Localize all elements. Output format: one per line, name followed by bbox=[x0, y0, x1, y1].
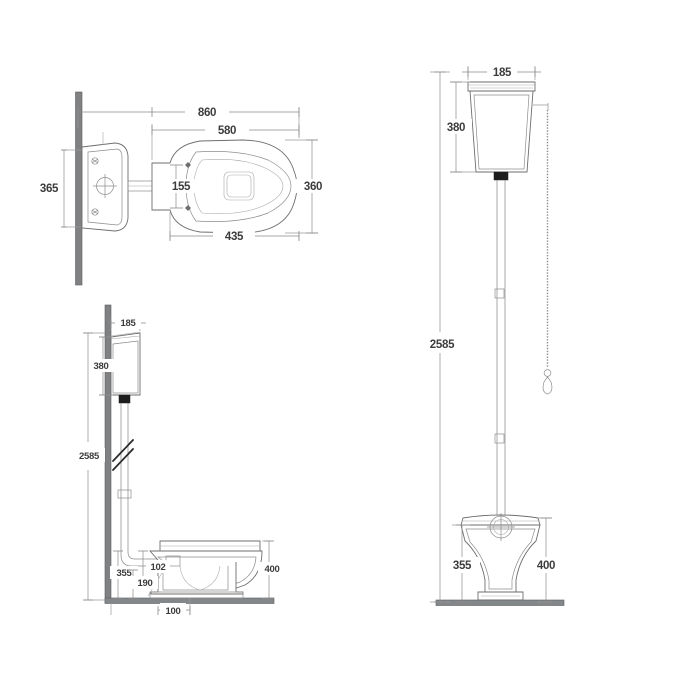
dimension-front-2585: 2585 bbox=[422, 71, 462, 603]
dimension-side-190: 190 bbox=[128, 569, 158, 599]
wc-pan-side bbox=[147, 540, 263, 599]
floor-line-side bbox=[104, 597, 275, 604]
dimension-label-front-400: 400 bbox=[537, 560, 555, 572]
bracket-screw-top bbox=[91, 157, 99, 165]
outlet-centre-mark-plan bbox=[93, 174, 117, 198]
dimension-side-400: 400 bbox=[258, 540, 286, 599]
dimension-label-front-185: 185 bbox=[493, 67, 512, 79]
cistern-outlet-fitting bbox=[118, 394, 131, 404]
dimension-front-185: 185 bbox=[462, 64, 541, 80]
dimension-435: 435 bbox=[169, 212, 300, 244]
dimension-label-side-190: 190 bbox=[138, 578, 153, 589]
dimension-label-360: 360 bbox=[304, 181, 322, 193]
wall-line-plan bbox=[75, 91, 83, 286]
pull-chain-front bbox=[533, 103, 553, 395]
dimension-360: 360 bbox=[285, 139, 330, 234]
dimension-label-front-380: 380 bbox=[447, 122, 465, 134]
pipe-collar-upper-front bbox=[494, 288, 505, 299]
dimension-label-side-185: 185 bbox=[121, 318, 137, 329]
dimension-860: 860 bbox=[77, 104, 300, 138]
pipe-joint-collar-side bbox=[117, 489, 132, 499]
chain-pull-handle bbox=[542, 376, 553, 395]
dimension-front-400: 400 bbox=[528, 517, 564, 603]
dimension-365: 365 bbox=[40, 149, 88, 228]
wall-line-side bbox=[104, 304, 112, 604]
high-level-cistern-front bbox=[467, 81, 536, 181]
chain-ring bbox=[543, 369, 552, 377]
front-view-group: 185 380 2585 bbox=[422, 64, 565, 606]
dimension-front-380: 380 bbox=[440, 81, 476, 173]
dimension-label-front-2585: 2585 bbox=[430, 339, 455, 351]
dimension-label-side-102: 102 bbox=[151, 562, 166, 573]
dimension-label-side-2585: 2585 bbox=[79, 451, 100, 462]
flush-inlet-target-front bbox=[487, 513, 515, 541]
dimension-label-155: 155 bbox=[172, 181, 191, 193]
dimension-side-2585: 2585 bbox=[73, 332, 105, 601]
dimension-front-355: 355 bbox=[444, 524, 480, 603]
dimension-label-580: 580 bbox=[218, 125, 236, 137]
cistern-outlet-fitting-front bbox=[493, 171, 509, 181]
dimension-label-435: 435 bbox=[225, 231, 244, 243]
dimension-side-185: 185 bbox=[108, 316, 146, 331]
pipe-collar-lower-front bbox=[494, 433, 505, 444]
plan-view-group: 365 bbox=[40, 91, 330, 286]
pan-connector-plan bbox=[127, 180, 153, 192]
wc-pan-front bbox=[460, 513, 541, 601]
dimension-side-380: 380 bbox=[88, 336, 114, 396]
dimension-label-side-100: 100 bbox=[166, 606, 181, 617]
dimension-label-side-400: 400 bbox=[265, 564, 280, 575]
high-level-cistern-side bbox=[110, 331, 141, 404]
dimension-155: 155 bbox=[165, 162, 197, 211]
seat-fixing-marker-bottom bbox=[185, 205, 191, 211]
flush-pipe-front bbox=[494, 180, 506, 521]
dimension-label-860: 860 bbox=[198, 107, 216, 119]
dimension-side-100: 100 bbox=[110, 598, 191, 617]
dimension-label-front-355: 355 bbox=[453, 560, 472, 572]
dimension-label-365: 365 bbox=[40, 183, 59, 195]
dimension-side-355: 355 bbox=[110, 550, 138, 599]
dimension-580: 580 bbox=[151, 122, 300, 160]
dimension-label-side-380: 380 bbox=[94, 361, 109, 372]
seat-fixing-marker-top bbox=[185, 162, 191, 168]
side-view-group: 185 380 2585 bbox=[73, 304, 286, 617]
wall-bracket-plate bbox=[81, 132, 129, 232]
bracket-screw-bottom bbox=[91, 208, 99, 216]
pipe-break-symbol bbox=[112, 439, 134, 471]
dimension-label-side-355: 355 bbox=[117, 568, 133, 579]
floor-line-front bbox=[435, 599, 565, 606]
